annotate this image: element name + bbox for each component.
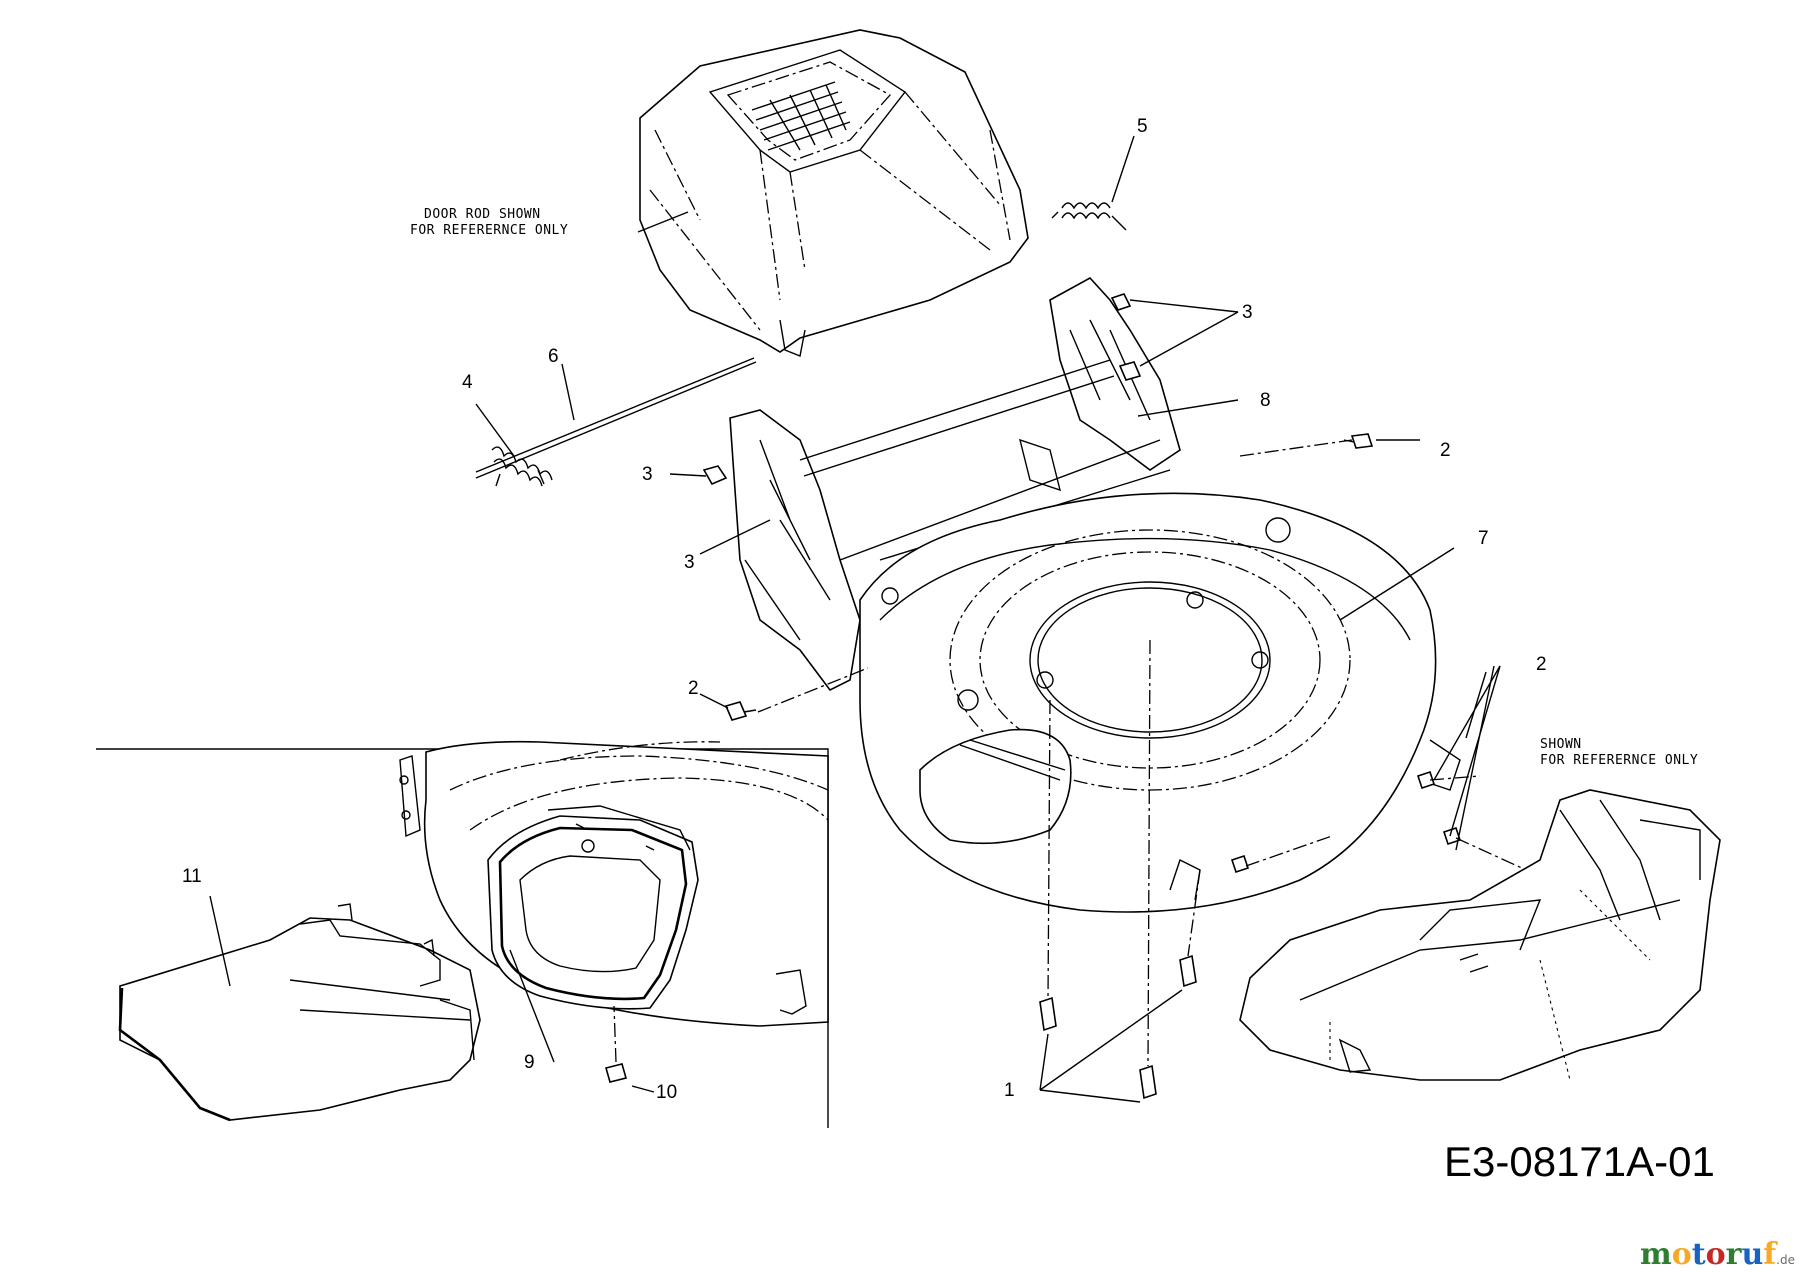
rear-frame-8	[729, 276, 1181, 692]
callout-2-left: 2	[688, 678, 699, 699]
watermark-letter: f	[1763, 1237, 1778, 1272]
callout-7: 7	[1478, 528, 1489, 549]
discharge-plate-11	[118, 903, 481, 1122]
watermark-letter: t	[1692, 1237, 1706, 1272]
nut-3-left	[702, 465, 728, 486]
mower-deck-7	[859, 492, 1461, 913]
watermark-letter: u	[1741, 1237, 1763, 1272]
leader-lines	[209, 135, 1501, 1103]
callout-5: 5	[1137, 116, 1148, 137]
note-shown-line-1: SHOWN	[1540, 737, 1582, 752]
note-door-rod-line-1: DOOR ROD SHOWN	[424, 207, 541, 222]
bolts-2-right	[1230, 770, 1462, 874]
callout-1: 1	[1004, 1080, 1015, 1101]
watermark-letter: o	[1672, 1237, 1692, 1272]
note-shown-line-2: FOR REFERERNCE ONLY	[1540, 753, 1698, 768]
callout-8: 8	[1260, 390, 1271, 411]
mulch-plug-9	[487, 805, 699, 1010]
note-shown: SHOWN FOR REFERERNCE ONLY	[1540, 737, 1698, 768]
nut-3-right-upper	[1110, 293, 1132, 311]
callout-2-right: 2	[1536, 654, 1547, 675]
callout-2-upper: 2	[1440, 440, 1451, 461]
nut-3-right-lower	[1118, 361, 1142, 381]
callout-3-upper: 3	[1242, 302, 1253, 323]
side-discharge-chute	[1239, 789, 1721, 1081]
note-door-rod-line-2: FOR REFERERNCE ONLY	[410, 223, 568, 238]
spring-4	[491, 446, 553, 487]
callout-9: 9	[524, 1052, 535, 1073]
bolts-1	[1039, 954, 1197, 1100]
note-door-rod: DOOR ROD SHOWN FOR REFERERNCE ONLY	[410, 207, 568, 238]
callout-3-left: 3	[642, 464, 653, 485]
watermark-suffix: .de	[1776, 1253, 1795, 1267]
watermark-logo: motoruf.de	[1640, 1237, 1795, 1272]
watermark-letter: r	[1726, 1237, 1743, 1272]
callout-10: 10	[656, 1082, 677, 1103]
door-grille	[751, 81, 851, 151]
diagram-code: E3-08171A-01	[1444, 1138, 1715, 1185]
callout-3-lower: 3	[684, 552, 695, 573]
bolt-2-left	[724, 701, 757, 721]
spring-5	[1051, 202, 1127, 231]
svg-text:motoruf.de: motoruf.de	[1640, 1237, 1795, 1272]
callout-11: 11	[182, 866, 202, 887]
screw-10	[605, 1005, 627, 1083]
callout-4: 4	[462, 372, 473, 393]
callout-6: 6	[548, 346, 559, 367]
watermark-letter: o	[1706, 1237, 1726, 1272]
rear-door	[639, 29, 1029, 357]
watermark-letter: m	[1640, 1237, 1672, 1272]
